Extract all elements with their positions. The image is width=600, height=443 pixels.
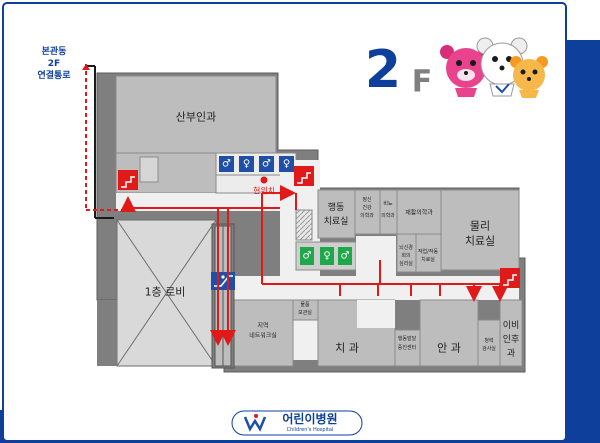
label-physio-2: 치료실 xyxy=(465,235,495,248)
label-devclinic-1: 행동발달 xyxy=(398,335,417,342)
label-neuro-2: 의학과 xyxy=(381,212,395,219)
logo-mark-icon xyxy=(243,416,267,432)
hospital-logo: 어린이병원 Children's Hospital xyxy=(231,410,363,436)
restroom-icon-4: ♀ xyxy=(283,159,290,170)
toilet-sign-male xyxy=(300,247,314,265)
male-icon: ♂ xyxy=(303,251,312,262)
room-neuro[interactable] xyxy=(379,189,398,235)
label-psych-3: 의학과 xyxy=(360,212,374,219)
label-neurodev-2: 회의 xyxy=(401,252,410,259)
label-neuro-1: 비뇨 xyxy=(383,200,393,207)
room-community[interactable] xyxy=(232,299,294,367)
room-devclinic[interactable] xyxy=(394,329,421,367)
label-exam-1: 청력 xyxy=(484,337,493,344)
corridor-upper xyxy=(116,193,296,211)
restroom-sign-3 xyxy=(259,156,274,172)
floor-unit: F xyxy=(412,65,433,100)
current-location-dot xyxy=(260,176,268,184)
label-devclinic-2: 증진센터 xyxy=(398,344,416,351)
label-dental: 치 과 xyxy=(335,342,359,355)
restroom-signs: ♂ ♀ ♂ ♀ xyxy=(219,156,294,172)
floor-number: 2 xyxy=(365,40,401,100)
mascot-orange-bear xyxy=(510,56,548,98)
room-behavior[interactable] xyxy=(317,189,356,239)
label-psych-2: 건강 xyxy=(362,204,372,211)
connector-line-3: 연결통로 xyxy=(37,69,71,81)
toilet-sign-accessible xyxy=(338,247,352,265)
stairs-icon-2 xyxy=(294,166,314,186)
label-behavior-1: 행동 xyxy=(328,201,345,213)
mascot-group xyxy=(440,37,548,98)
label-ent-1: 이비 xyxy=(503,320,520,331)
label-physio-1: 물리 xyxy=(470,220,490,233)
restroom-icon-1: ♂ xyxy=(222,159,231,170)
room-physio[interactable] xyxy=(440,189,520,271)
label-speech-1: 작업/작동 xyxy=(418,248,438,255)
label-speech-2: 치료실 xyxy=(421,256,435,263)
current-location-label: 현위치 xyxy=(253,187,275,196)
toilet-signs: ♂ ♀ ♂ xyxy=(300,247,352,265)
stairs-icon xyxy=(118,170,138,190)
restroom-sign-4 xyxy=(279,156,294,172)
logo-text: 어린이병원 xyxy=(282,411,337,426)
route-path xyxy=(128,185,508,346)
restroom-icon-2: ♀ xyxy=(243,159,250,170)
mascot-white-bear xyxy=(476,37,528,97)
label-community-2: 네트워크실 xyxy=(249,332,277,340)
connector-route xyxy=(82,64,128,219)
toilet-sign-female xyxy=(320,247,334,265)
connector-line-1: 본관동 xyxy=(42,45,67,57)
label-ophthalmology: 안 과 xyxy=(437,342,461,355)
escalator-icon xyxy=(211,272,235,290)
room-ophthalmology[interactable] xyxy=(419,299,479,367)
label-lobby: 1층 로비 xyxy=(145,286,186,299)
restroom-sign-1 xyxy=(219,156,234,172)
female-icon: ♀ xyxy=(323,251,330,262)
room-psych[interactable] xyxy=(354,189,381,235)
label-ent-3: 과 xyxy=(507,348,515,359)
label-storage-2: 보관실 xyxy=(298,309,312,316)
stairs-icon-3 xyxy=(500,268,520,288)
label-obgyn: 산부인과 xyxy=(176,111,216,124)
logo-subtext: Children's Hospital xyxy=(287,427,334,433)
label-ent-2: 인후 xyxy=(503,334,520,345)
label-community-1: 지역 xyxy=(257,322,268,330)
label-neurodev-1: 뇌신경 xyxy=(399,244,413,251)
label-rehab: 재활의학과 xyxy=(405,209,433,217)
accessible-icon: ♂ xyxy=(341,251,350,262)
room-ent[interactable] xyxy=(499,299,523,367)
restroom-icon-3: ♂ xyxy=(262,159,271,170)
label-exam-2: 검사실 xyxy=(482,345,496,352)
label-storage-1: 물품 xyxy=(300,302,310,308)
restroom-sign-2 xyxy=(239,156,254,172)
label-psych-1: 정신 xyxy=(362,196,372,203)
label-neurodev-3: 심리실 xyxy=(399,260,413,267)
label-behavior-2: 치료실 xyxy=(324,215,349,227)
room-speech[interactable] xyxy=(415,233,442,273)
room-obgyn[interactable] xyxy=(115,75,277,154)
room-rehab[interactable] xyxy=(396,189,442,235)
connector-line-2: 2F xyxy=(48,59,60,69)
